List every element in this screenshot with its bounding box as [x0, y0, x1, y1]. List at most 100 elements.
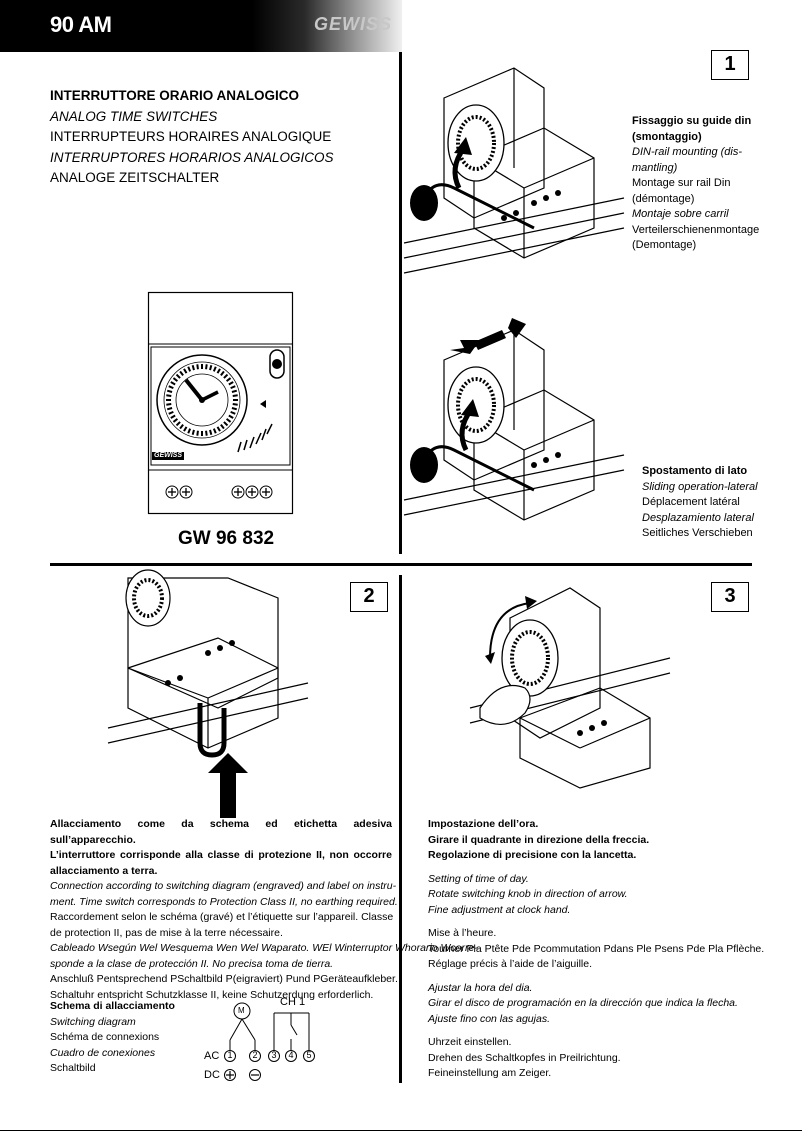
motor-label: M — [238, 1006, 245, 1015]
product-title-line: INTERRUPTORES HORARIOS ANALOGICOS — [50, 149, 334, 165]
dial-segment — [209, 364, 213, 371]
model-number: GW 96 832 — [178, 528, 275, 549]
vertical-divider-bottom — [399, 575, 402, 1083]
time-setting-illustration — [469, 587, 671, 789]
dial-segment — [223, 421, 229, 427]
time-text-de: Uhrzeit einstellen. — [428, 1036, 512, 1048]
connection-instructions: Allacciamento come da schema ed etichett… — [50, 817, 478, 1003]
connection-text-fr: de protection II, pas de mise à la terre… — [50, 926, 283, 939]
time-text-en: Rotate switching knob in direction of ar… — [428, 888, 628, 900]
caption-line: Montage sur rail Din — [632, 177, 731, 189]
connection-text-en: Connection according to switching diagra… — [50, 880, 397, 892]
dial-segment — [187, 366, 192, 372]
step-1-badge: 1 — [711, 50, 749, 80]
dial-segment — [230, 385, 236, 390]
device-brand-label: GEWISS — [154, 452, 183, 459]
dial-segment — [191, 364, 195, 371]
connection-text-de: Anschluß Pentsprechend PSchaltbild P(eig… — [50, 973, 398, 985]
dial-segment — [205, 364, 208, 370]
schema-label: Schema di allacciamento — [50, 1000, 175, 1012]
time-text-en: Setting of time of day. — [428, 872, 529, 885]
connection-text-es: Cableado Wsegún Wel Wesquema Wen Wel Wap… — [50, 942, 478, 954]
dial-segment — [220, 370, 225, 377]
connection-text-es: sponde a la clase de protección II. No p… — [50, 957, 334, 970]
step-1-caption: Fissaggio su guide din (smontaggio) DIN-ra… — [632, 114, 759, 254]
product-title-line: INTERRUTTORE ORARIO ANALOGICO — [50, 88, 299, 103]
dial-segment — [225, 418, 232, 423]
din-rail-dismantling-illustration — [403, 67, 625, 274]
caption-line: DIN-rail mounting (dis- — [632, 146, 743, 158]
dial-segment — [228, 414, 234, 419]
connection-text-it: Allacciamento come da schema ed etichett… — [50, 818, 392, 846]
schema-label: Schaltbild — [50, 1062, 96, 1074]
caption-line: Montaje sobre carril — [632, 208, 729, 220]
dial-segment — [228, 381, 234, 386]
connection-text-it: L’interruttore corrisponde alla classe d… — [50, 849, 392, 861]
time-text-fr: Tourner Pla Ptête Pde Pcommutation Pdans… — [428, 942, 765, 955]
product-title-line: ANALOGE ZEITSCHALTER — [50, 170, 220, 185]
header-gradient — [252, 0, 402, 52]
dial-segment — [172, 418, 179, 423]
time-switch-illustration — [147, 291, 294, 515]
dial-segment — [175, 373, 181, 379]
dial-segment — [196, 364, 199, 370]
time-text-fr: Réglage précis à l’aide de l’aiguille. — [428, 958, 593, 970]
time-text-it: Girare il quadrante in direzione della f… — [428, 833, 650, 846]
ac-label: AC — [204, 1050, 220, 1062]
time-text-it: Impostazione dell’ora. — [428, 818, 539, 830]
dial-segment — [231, 389, 238, 393]
terminal-3: 3 — [271, 1050, 277, 1060]
time-setting-instructions: Impostazione dell’ora. Girare il quadrant… — [428, 817, 764, 1082]
dial-segment — [232, 403, 238, 406]
dial-segment — [179, 370, 184, 377]
dial-segment — [187, 428, 192, 434]
dial-segment — [216, 426, 221, 432]
page-title: 90 AM — [50, 12, 112, 37]
dial-segment — [232, 394, 238, 397]
dial-segment — [225, 377, 232, 382]
caption-line: Verteilerschienenmontage — [632, 223, 760, 236]
dial-segment — [170, 381, 176, 386]
dial-segment — [168, 385, 174, 390]
connection-illustration — [107, 569, 309, 818]
dial-segment — [175, 421, 181, 427]
time-text-es: Girar el disco de programación en la dir… — [428, 997, 738, 1009]
caption-line: mantling) — [632, 161, 678, 174]
schema-label: Cuadro de conexiones — [50, 1046, 156, 1059]
step-2-badge: 2 — [350, 582, 388, 612]
dial-segment — [212, 428, 217, 434]
dial-segment — [220, 423, 225, 430]
dial-segment — [216, 368, 221, 374]
bottom-rule — [0, 1130, 802, 1131]
caption-line: (smontaggio) — [632, 130, 702, 143]
time-text-en: Fine adjustment at clock hand. — [428, 903, 571, 916]
terminal-1: 1 — [227, 1050, 233, 1060]
dial-segment — [166, 389, 173, 393]
horizontal-divider — [50, 563, 752, 566]
schema-label: Schéma de connexions — [50, 1031, 160, 1043]
dial-segment — [168, 410, 174, 415]
dial-segment — [170, 414, 176, 419]
dial-segment — [191, 429, 195, 436]
schema-label: Switching diagram — [50, 1015, 136, 1028]
dial-segment — [166, 394, 172, 397]
terminal-5: 5 — [306, 1050, 312, 1060]
caption-line: (Demontage) — [632, 239, 697, 251]
dial-segment — [209, 429, 213, 436]
caption-line: Seitliches Verschieben — [642, 527, 753, 539]
connection-text-fr: Raccordement selon le schéma (gravé) et … — [50, 911, 394, 923]
dial-segment — [231, 407, 238, 411]
page-header: 90 AM GEWISS — [0, 0, 402, 52]
step-3-badge: 3 — [711, 582, 749, 612]
dial-segment — [196, 430, 199, 436]
dial-segment — [183, 426, 188, 432]
dial-segment — [166, 403, 172, 406]
dc-label: DC — [204, 1069, 220, 1081]
caption-line: Déplacement latéral — [642, 496, 740, 508]
product-title-line: ANALOG TIME SWITCHES — [50, 108, 218, 124]
connection-text-en: ment. Time switch corresponds to Protect… — [50, 895, 398, 908]
caption-line: Fissaggio su guide din — [632, 115, 752, 127]
sliding-operation-illustration — [403, 318, 625, 521]
channel-label: CH 1 — [280, 996, 306, 1008]
